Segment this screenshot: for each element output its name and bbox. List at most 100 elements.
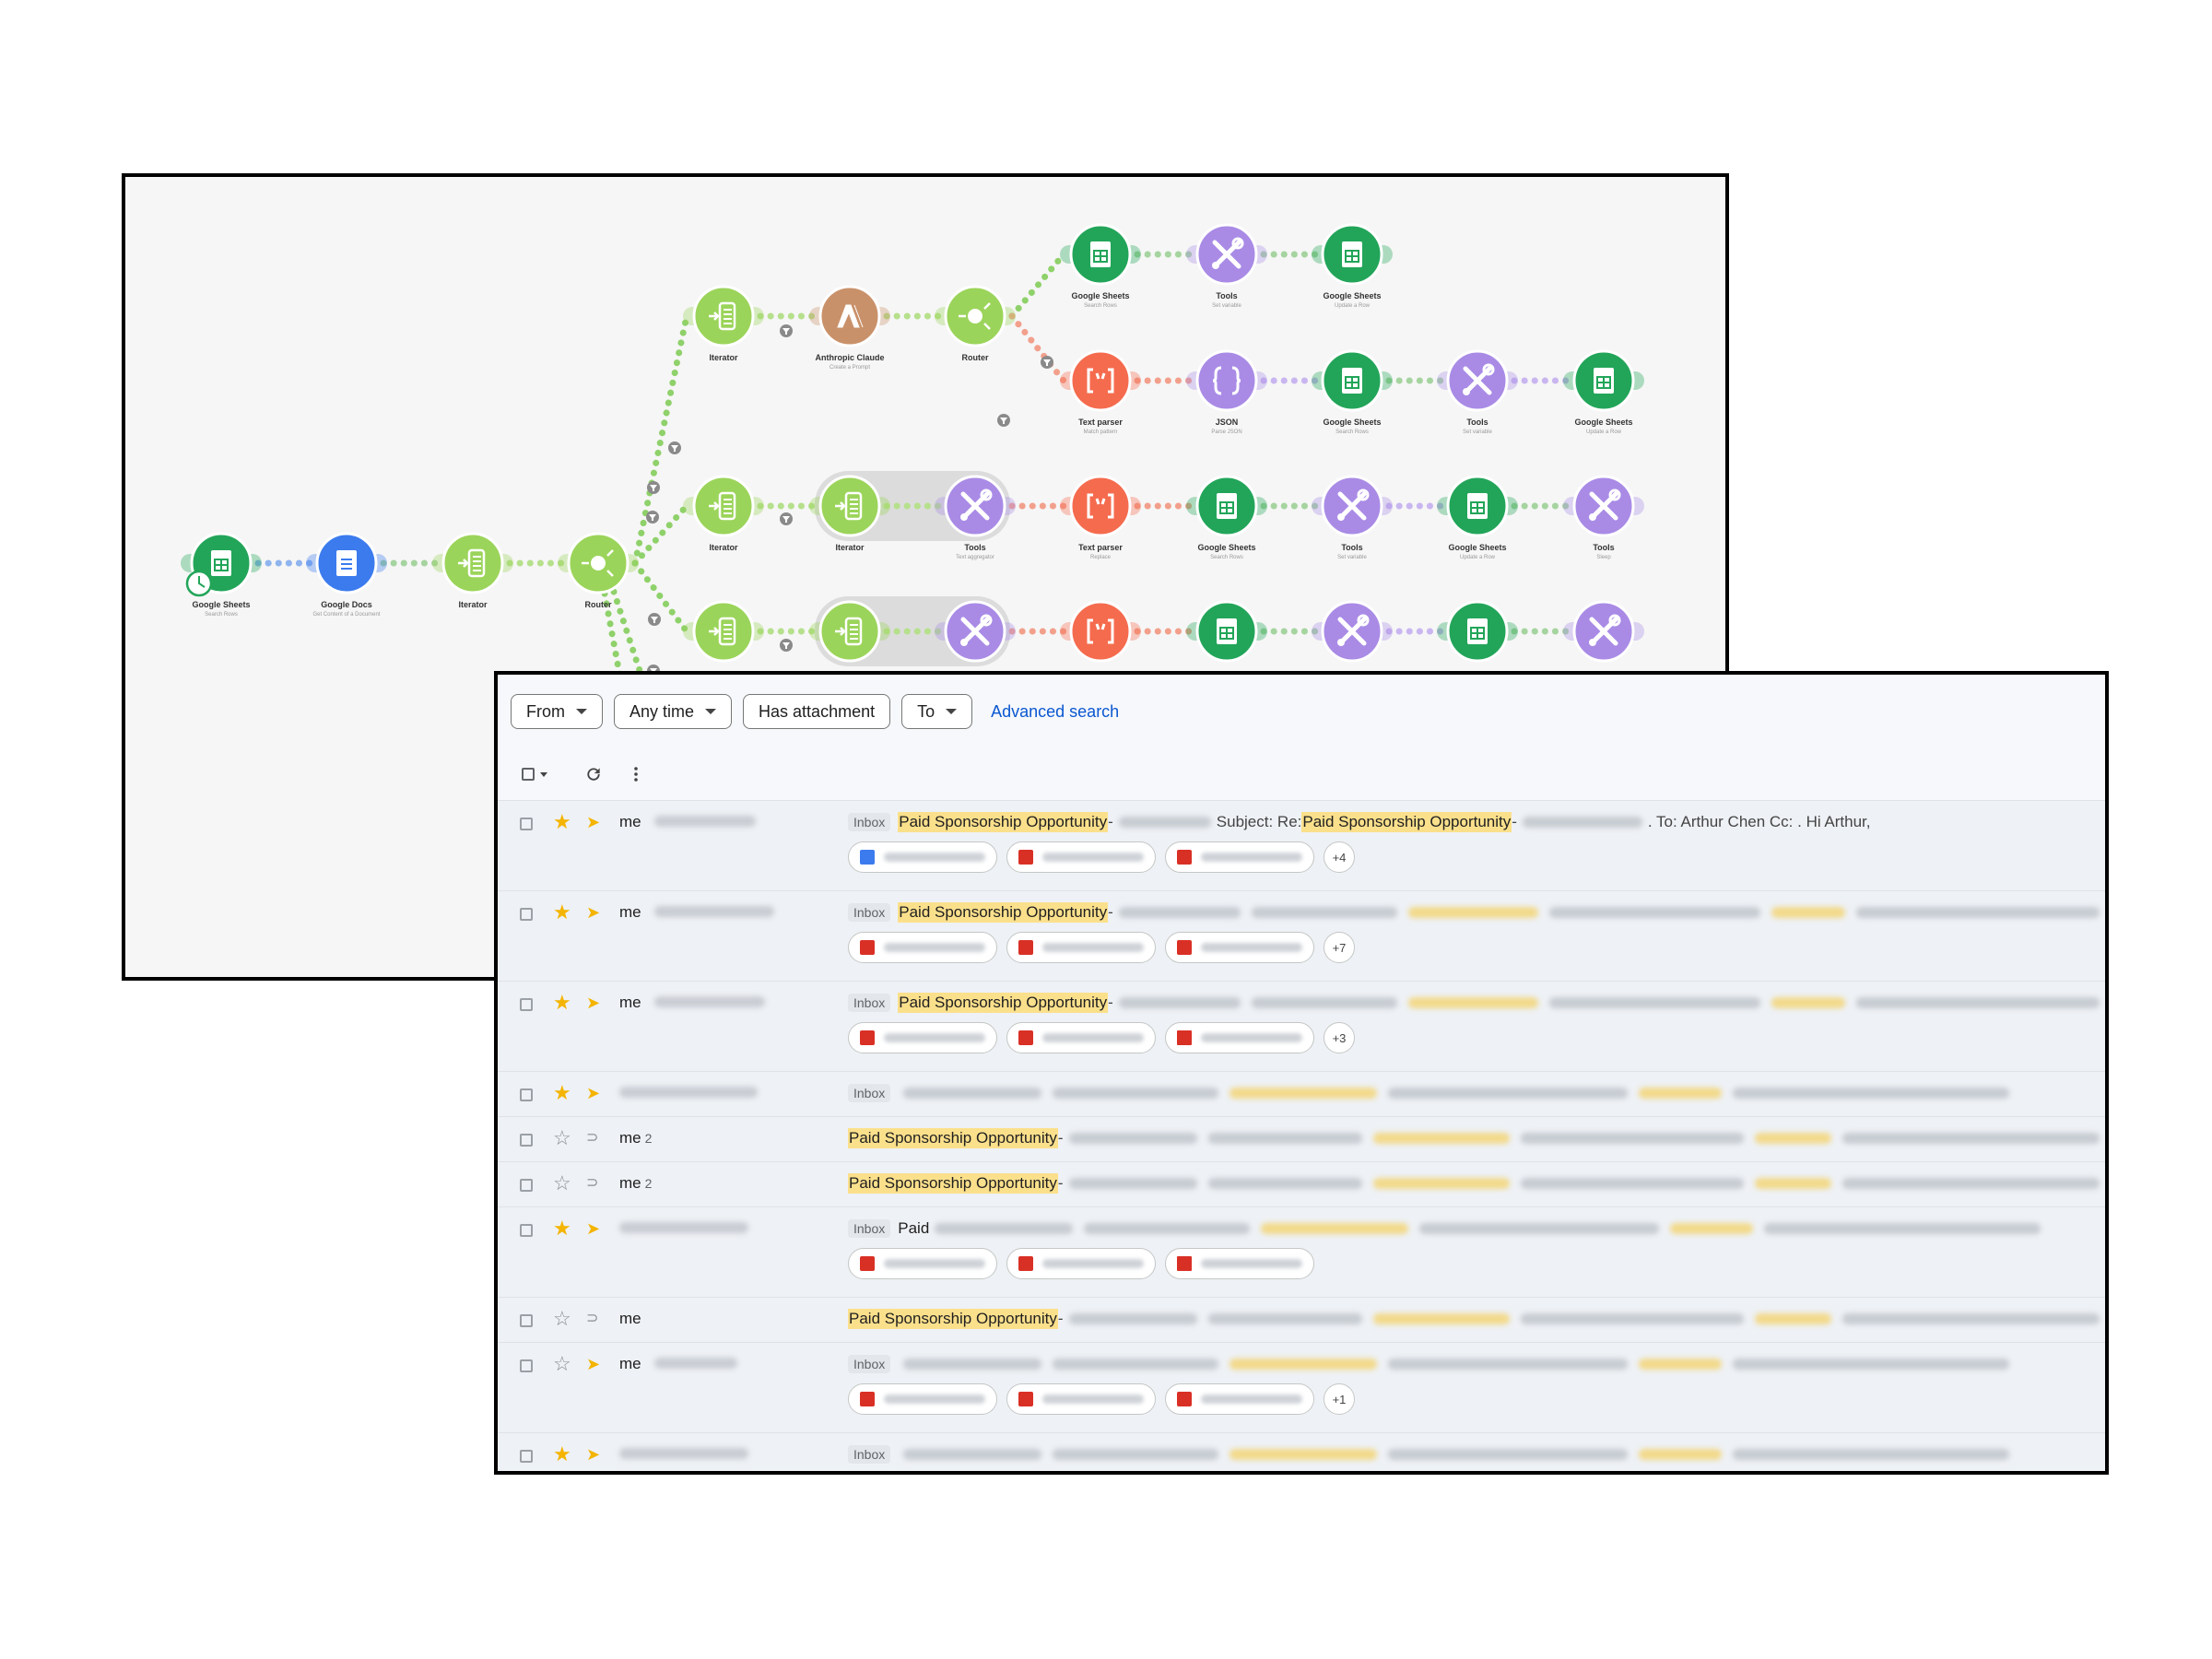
inbox-label-badge[interactable]: Inbox	[848, 1219, 891, 1238]
importance-marker-icon[interactable]: ➤	[586, 1084, 601, 1102]
row-checkbox[interactable]	[520, 908, 533, 921]
attachment-chip[interactable]	[1006, 1248, 1156, 1279]
refresh-button[interactable]	[581, 761, 606, 787]
more-attachments-chip[interactable]: +4	[1324, 841, 1355, 873]
any-time-filter-chip[interactable]: Any time	[614, 694, 733, 729]
row-checkbox[interactable]	[520, 998, 533, 1011]
filter-icon[interactable]	[780, 324, 793, 337]
filter-icon[interactable]	[648, 613, 661, 626]
attachment-chip[interactable]	[1165, 932, 1314, 963]
more-attachments-chip[interactable]: +1	[1324, 1383, 1355, 1415]
email-row[interactable]: ★➤Inbox	[498, 1071, 2105, 1116]
workflow-module-tl6[interactable]	[935, 600, 1016, 663]
workflow-module-tl8[interactable]	[1563, 600, 1644, 663]
importance-marker-icon[interactable]: ⊃	[586, 1311, 599, 1326]
row-checkbox[interactable]	[520, 1088, 533, 1101]
attachment-chip[interactable]	[1165, 1248, 1314, 1279]
workflow-module-it1[interactable]: Iterator	[683, 285, 764, 362]
inbox-label-badge[interactable]: Inbox	[848, 1445, 891, 1464]
workflow-module-it2[interactable]: Iterator	[683, 475, 764, 552]
workflow-module-tp3[interactable]	[1060, 600, 1141, 663]
filter-icon[interactable]	[646, 511, 659, 524]
workflow-module-it5[interactable]	[809, 600, 890, 663]
attachment-chip[interactable]	[848, 1022, 997, 1053]
importance-marker-icon[interactable]: ➤	[586, 813, 601, 831]
connection-line[interactable]	[631, 312, 690, 567]
to-filter-chip[interactable]: To	[901, 694, 973, 729]
importance-marker-icon[interactable]: ➤	[586, 994, 601, 1012]
star-icon[interactable]: ☆	[553, 1126, 571, 1149]
workflow-module-it3[interactable]: Iterator	[809, 475, 890, 552]
more-attachments-chip[interactable]: +7	[1324, 932, 1355, 963]
star-icon[interactable]: ★	[553, 810, 571, 833]
star-icon[interactable]: ☆	[553, 1307, 571, 1330]
star-icon[interactable]: ★	[553, 1217, 571, 1240]
workflow-module-it4[interactable]	[683, 600, 764, 663]
inbox-label-badge[interactable]: Inbox	[848, 994, 891, 1012]
attachment-chip[interactable]	[848, 932, 997, 963]
importance-marker-icon[interactable]: ➤	[586, 903, 601, 922]
connection-line[interactable]	[631, 502, 690, 567]
importance-marker-icon[interactable]: ➤	[586, 1355, 601, 1373]
attachment-chip[interactable]	[1165, 1383, 1314, 1415]
connection-line[interactable]	[1008, 251, 1067, 320]
connection-line[interactable]	[631, 559, 690, 635]
select-all-checkbox[interactable]	[516, 761, 553, 787]
attachment-chip[interactable]	[848, 1248, 997, 1279]
importance-marker-icon[interactable]: ➤	[586, 1219, 601, 1238]
inbox-label-badge[interactable]: Inbox	[848, 903, 891, 922]
inbox-label-badge[interactable]: Inbox	[848, 1084, 891, 1102]
row-checkbox[interactable]	[520, 1179, 533, 1192]
from-filter-chip[interactable]: From	[511, 694, 603, 729]
workflow-module-rt1[interactable]: Router	[935, 285, 1016, 362]
filter-icon[interactable]	[647, 481, 660, 494]
row-checkbox[interactable]	[520, 1359, 533, 1372]
star-icon[interactable]: ★	[553, 900, 571, 924]
workflow-module-it0[interactable]: Iterator	[432, 532, 513, 609]
workflow-module-gs7[interactable]	[1186, 600, 1267, 663]
workflow-module-rt0[interactable]: Router	[558, 532, 639, 609]
has-attachment-filter-chip[interactable]: Has attachment	[743, 694, 891, 729]
inbox-label-badge[interactable]: Inbox	[848, 813, 891, 831]
row-checkbox[interactable]	[520, 818, 533, 830]
row-checkbox[interactable]	[520, 1450, 533, 1463]
workflow-module-gs8[interactable]	[1437, 600, 1518, 663]
schedule-clock-icon[interactable]	[185, 570, 213, 597]
row-checkbox[interactable]	[520, 1224, 533, 1237]
email-row[interactable]: ★➤Inbox	[498, 1432, 2105, 1471]
filter-icon[interactable]	[780, 512, 793, 525]
star-icon[interactable]: ★	[553, 991, 571, 1014]
filter-icon[interactable]	[1041, 356, 1053, 369]
filter-icon[interactable]	[668, 441, 681, 454]
importance-marker-icon[interactable]: ⊃	[586, 1175, 599, 1191]
importance-marker-icon[interactable]: ⊃	[586, 1130, 599, 1146]
star-icon[interactable]: ☆	[553, 1171, 571, 1194]
attachment-chip[interactable]	[1006, 1022, 1156, 1053]
row-checkbox[interactable]	[520, 1134, 533, 1147]
row-checkbox[interactable]	[520, 1314, 533, 1327]
connection-line[interactable]	[1008, 312, 1067, 384]
attachment-chip[interactable]	[1165, 1022, 1314, 1053]
attachment-chip[interactable]	[1006, 841, 1156, 873]
